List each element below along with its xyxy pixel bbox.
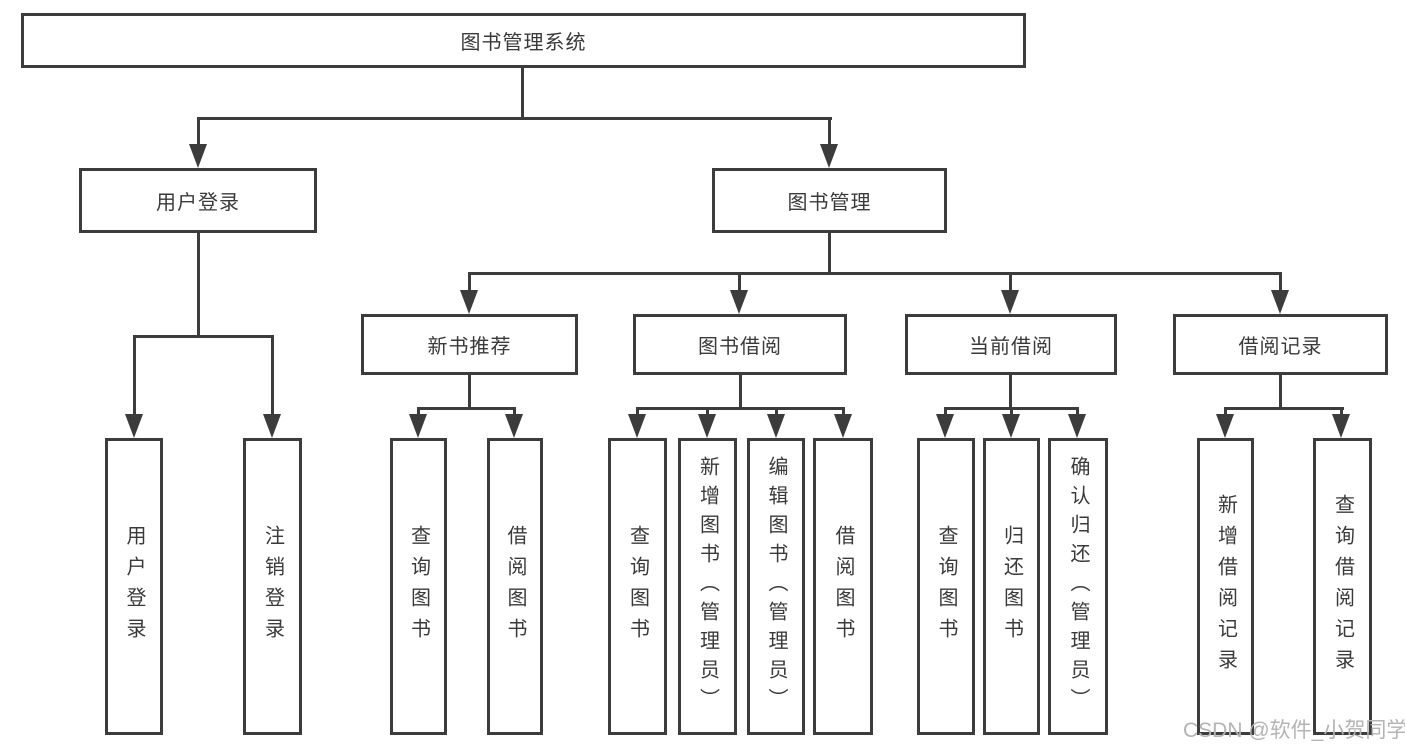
node-root: 图书管理系统 bbox=[21, 13, 1026, 68]
leaf-query-books-recommend: 查询图书 bbox=[390, 438, 447, 735]
leaf-borrow-books-recommend-label: 借阅图书 bbox=[504, 524, 526, 649]
node-borrowing-records-label: 借阅记录 bbox=[1238, 336, 1323, 358]
arrowhead-book-management bbox=[820, 144, 838, 168]
node-user-login: 用户登录 bbox=[79, 168, 317, 233]
leaf-return-books-label: 归还图书 bbox=[1000, 524, 1023, 649]
csdn-watermark: CSDN @软件_小贺同学 bbox=[1183, 719, 1405, 742]
leaf-add-books-admin: 新增图书（管理员） bbox=[678, 438, 737, 735]
leaf-query-borrow-record-label: 查询借阅记录 bbox=[1331, 493, 1354, 680]
leaf-confirm-return-admin-label: 确认归还（管理员） bbox=[1067, 456, 1089, 717]
connector-arm-leaf-login bbox=[133, 335, 136, 417]
leaf-return-books: 归还图书 bbox=[983, 438, 1040, 735]
node-root-label: 图书管理系统 bbox=[460, 32, 587, 54]
connector-new-book-split bbox=[417, 407, 516, 410]
connector-book-borrow-split bbox=[636, 407, 845, 410]
leaf-query-books-current-label: 查询图书 bbox=[935, 524, 957, 649]
node-current-borrowing-label: 当前借阅 bbox=[969, 336, 1053, 358]
leaf-user-login: 用户登录 bbox=[105, 438, 163, 735]
node-current-borrowing: 当前借阅 bbox=[905, 314, 1117, 375]
arrowhead-c4 bbox=[834, 414, 852, 438]
arrowhead-new-book bbox=[460, 290, 478, 314]
arrowhead-borrow-records bbox=[1271, 290, 1289, 314]
arrowhead-e1 bbox=[1216, 414, 1234, 438]
node-new-book-recommend: 新书推荐 bbox=[361, 314, 578, 375]
connector-arm-new-book bbox=[468, 272, 471, 295]
arrowhead-book-borrow bbox=[730, 290, 748, 314]
leaf-edit-books-admin: 编辑图书（管理员） bbox=[747, 438, 805, 735]
leaf-query-books-borrowing: 查询图书 bbox=[608, 438, 667, 735]
leaf-query-books-recommend-label: 查询图书 bbox=[407, 524, 430, 649]
arrowhead-e2 bbox=[1332, 414, 1350, 438]
connector-borrow-records-split bbox=[1224, 407, 1344, 410]
node-new-book-recommend-label: 新书推荐 bbox=[427, 336, 512, 358]
leaf-confirm-return-admin: 确认归还（管理员） bbox=[1048, 438, 1108, 735]
node-borrowing-records: 借阅记录 bbox=[1173, 314, 1388, 375]
connector-arm-borrow-records bbox=[1279, 272, 1282, 295]
arrowhead-b1 bbox=[409, 414, 427, 438]
leaf-edit-books-admin-label: 编辑图书（管理员） bbox=[765, 456, 787, 717]
connector-arm-leaf-logout bbox=[271, 335, 274, 417]
leaf-query-borrow-record: 查询借阅记录 bbox=[1313, 438, 1372, 735]
leaf-logout-label: 注销登录 bbox=[261, 524, 284, 649]
arrowhead-leaf-login bbox=[125, 414, 143, 438]
arrowhead-d3 bbox=[1068, 414, 1086, 438]
arrowhead-user-login bbox=[189, 144, 207, 168]
node-book-management: 图书管理 bbox=[712, 168, 947, 233]
connector-current-borrow-drop bbox=[1009, 375, 1012, 409]
arrowhead-c3 bbox=[767, 414, 785, 438]
connector-arm-book-management bbox=[828, 117, 831, 149]
connector-book-management-drop bbox=[828, 233, 831, 274]
leaf-borrow-books-label: 借阅图书 bbox=[832, 524, 854, 649]
node-user-login-label: 用户登录 bbox=[156, 192, 240, 214]
arrowhead-current-borrow bbox=[1001, 290, 1019, 314]
connector-root-split bbox=[197, 117, 832, 120]
node-book-borrowing: 图书借阅 bbox=[633, 314, 847, 375]
connector-arm-current-borrow bbox=[1009, 272, 1012, 295]
leaf-query-books-current: 查询图书 bbox=[917, 438, 975, 735]
connector-arm-book-borrow bbox=[738, 272, 741, 295]
node-book-management-label: 图书管理 bbox=[787, 192, 872, 214]
connector-level3-split bbox=[468, 272, 1282, 275]
leaf-add-borrow-record: 新增借阅记录 bbox=[1197, 438, 1254, 735]
leaf-user-login-label: 用户登录 bbox=[123, 524, 145, 649]
connector-new-book-drop bbox=[468, 375, 471, 409]
connector-user-login-split bbox=[133, 335, 274, 338]
arrowhead-d1 bbox=[936, 414, 954, 438]
leaf-borrow-books-recommend: 借阅图书 bbox=[487, 438, 543, 735]
connector-borrow-records-drop bbox=[1279, 375, 1282, 409]
node-book-borrowing-label: 图书借阅 bbox=[698, 336, 782, 358]
leaf-add-books-admin-label: 新增图书（管理员） bbox=[696, 456, 719, 717]
connector-arm-user-login bbox=[197, 117, 200, 149]
leaf-query-books-borrowing-label: 查询图书 bbox=[626, 524, 649, 649]
leaf-borrow-books: 借阅图书 bbox=[813, 438, 873, 735]
leaf-add-borrow-record-label: 新增借阅记录 bbox=[1214, 493, 1237, 680]
arrowhead-b2 bbox=[505, 414, 523, 438]
connector-root-drop bbox=[521, 66, 524, 117]
arrowhead-d2 bbox=[1002, 414, 1020, 438]
connector-user-login-drop bbox=[197, 233, 200, 337]
connector-book-borrow-drop bbox=[739, 375, 742, 409]
arrowhead-c2 bbox=[698, 414, 716, 438]
arrowhead-c1 bbox=[628, 414, 646, 438]
leaf-logout: 注销登录 bbox=[243, 438, 302, 735]
arrowhead-leaf-logout bbox=[263, 414, 281, 438]
